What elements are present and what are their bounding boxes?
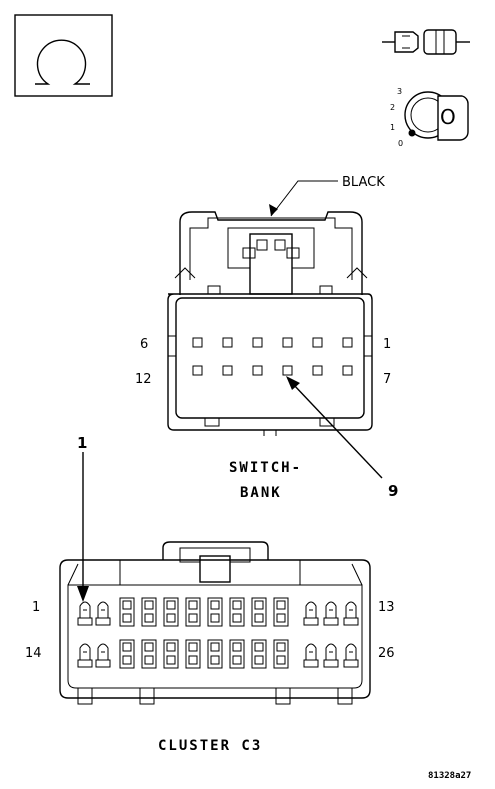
switch-pin-cavity <box>252 365 263 376</box>
ignition-switch-icon: 3 2 1 0 O <box>390 87 469 148</box>
cluster-pin-cavity <box>141 597 157 627</box>
cluster-pin-cavity <box>163 639 179 669</box>
figure-id: 81328a27 <box>428 771 471 781</box>
cluster-pin-cavity <box>185 639 201 669</box>
ignition-pos-2: 2 <box>390 103 395 112</box>
cluster-pin-cavity <box>343 643 359 668</box>
cluster-pin-cavity <box>323 601 339 626</box>
cluster-pin-cavity <box>303 601 319 626</box>
cluster-pin-cavity <box>229 639 245 669</box>
cluster-pin-cavity <box>95 643 111 668</box>
cluster-pin-label-26: 26 <box>378 646 395 661</box>
switch-pin-cavity <box>312 337 323 348</box>
cluster-pin-cavity <box>323 643 339 668</box>
switch-pin-cavity <box>342 337 353 348</box>
switch-pin-cavity <box>282 365 293 376</box>
ignition-pos-1: 1 <box>390 123 395 132</box>
cluster-pin-cavity <box>95 601 111 626</box>
cluster-pin-label-13: 13 <box>378 600 395 615</box>
cluster-c3-connector <box>59 541 371 705</box>
wire-color-label: BLACK <box>342 175 385 190</box>
switch-pin-label-6: 6 <box>140 337 148 352</box>
cluster-pin-cavity <box>141 639 157 669</box>
switch-pin-label-1: 1 <box>383 337 391 352</box>
cluster-pin-cavity <box>77 601 93 626</box>
switch-bank-name-line2: BANK <box>240 485 282 501</box>
ignition-key-letter: O <box>440 105 456 129</box>
cluster-pin-cavity <box>163 597 179 627</box>
cluster-callout-1: 1 <box>77 434 89 602</box>
omega-connector-icon <box>14 14 113 97</box>
cluster-c3-name: CLUSTER C3 <box>158 738 262 754</box>
cluster-pin-label-14: 14 <box>25 646 42 661</box>
cluster-pin-cavity <box>207 597 223 627</box>
cluster-pin-cavity <box>119 639 135 669</box>
switch-pin-cavity <box>282 337 293 348</box>
switch-pin-cavity <box>192 337 203 348</box>
ignition-pos-0: 0 <box>398 139 403 148</box>
switch-bank-connector <box>167 211 373 436</box>
switch-pin-cavity <box>192 365 203 376</box>
cluster-pin-cavity <box>229 597 245 627</box>
cluster-pin-cavity <box>343 601 359 626</box>
cluster-pin-cavity <box>273 639 289 669</box>
switch-pin-cavity <box>342 365 353 376</box>
cluster-pin-cavity <box>207 639 223 669</box>
cluster-pin-cavity <box>303 643 319 668</box>
cluster-pin-cavity <box>77 643 93 668</box>
switch-pin-cavity <box>222 365 233 376</box>
switch-pin-label-12: 12 <box>135 372 152 387</box>
switch-callout-9: 9 <box>286 376 398 500</box>
switch-pin-cavity <box>312 365 323 376</box>
switch-bank-name-line1: SWITCH- <box>229 460 302 476</box>
cluster-pin-cavity <box>251 639 267 669</box>
switch-pin-label-7: 7 <box>383 372 391 387</box>
wire-color-callout: BLACK <box>269 175 385 217</box>
cluster-pin-cavity <box>251 597 267 627</box>
cluster-pin-label-1: 1 <box>32 600 40 615</box>
switch-pin-cavity <box>252 337 263 348</box>
cluster-pin-cavity <box>273 597 289 627</box>
inline-connector-icon <box>382 29 470 55</box>
callout-number-9: 9 <box>388 482 398 500</box>
cluster-pin-cavity <box>185 597 201 627</box>
switch-pin-cavity <box>222 337 233 348</box>
ignition-pos-3: 3 <box>397 87 402 96</box>
callout-number-1: 1 <box>77 434 87 452</box>
cluster-pin-cavity <box>119 597 135 627</box>
